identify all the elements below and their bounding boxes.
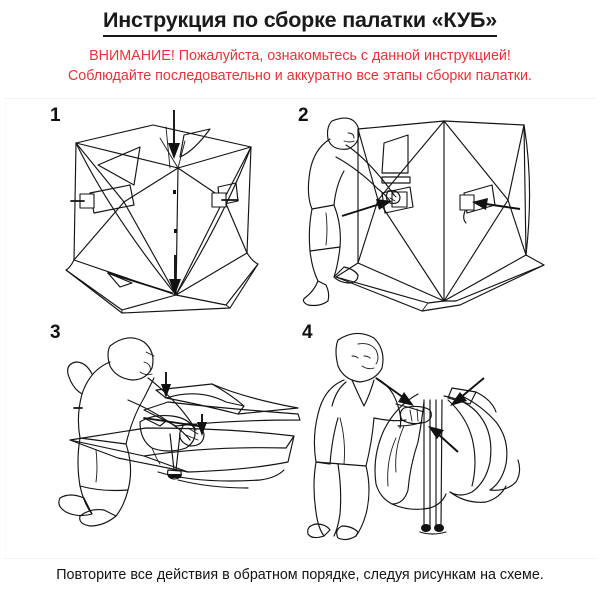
step-panel-1: 1 [48, 105, 288, 317]
header: Инструкция по сборке палатки «КУБ» ВНИМА… [0, 0, 600, 87]
footer: Повторите все действия в обратном порядк… [0, 566, 600, 584]
step-panel-2: 2 [296, 105, 586, 317]
footer-divider [4, 558, 596, 559]
step-panel-4: 4 [300, 322, 572, 544]
warning-line-1: ВНИМАНИЕ! Пожалуйста, ознакомьтесь с дан… [89, 47, 511, 64]
footer-note: Повторите все действия в обратном порядк… [56, 567, 544, 583]
step-2-illustration [302, 117, 545, 312]
step-1-illustration [65, 110, 259, 314]
header-divider [4, 98, 596, 99]
step-4-illustration [307, 332, 521, 541]
step-3-illustration [58, 337, 301, 527]
left-margin-rule [5, 100, 6, 558]
warning-line-2: Соблюдайте последовательно и аккуратно в… [67, 68, 533, 85]
step-number-3: 3 [50, 322, 61, 343]
step-number-1: 1 [50, 105, 61, 126]
warning-block: ВНИМАНИЕ! Пожалуйста, ознакомьтесь с дан… [0, 46, 600, 87]
step-panel-3: 3 [48, 322, 310, 538]
step-number-2: 2 [298, 105, 309, 126]
steps-grid: 1 [0, 100, 600, 558]
page-title: Инструкция по сборке палатки «КУБ» [102, 8, 497, 37]
step-number-4: 4 [302, 322, 313, 343]
